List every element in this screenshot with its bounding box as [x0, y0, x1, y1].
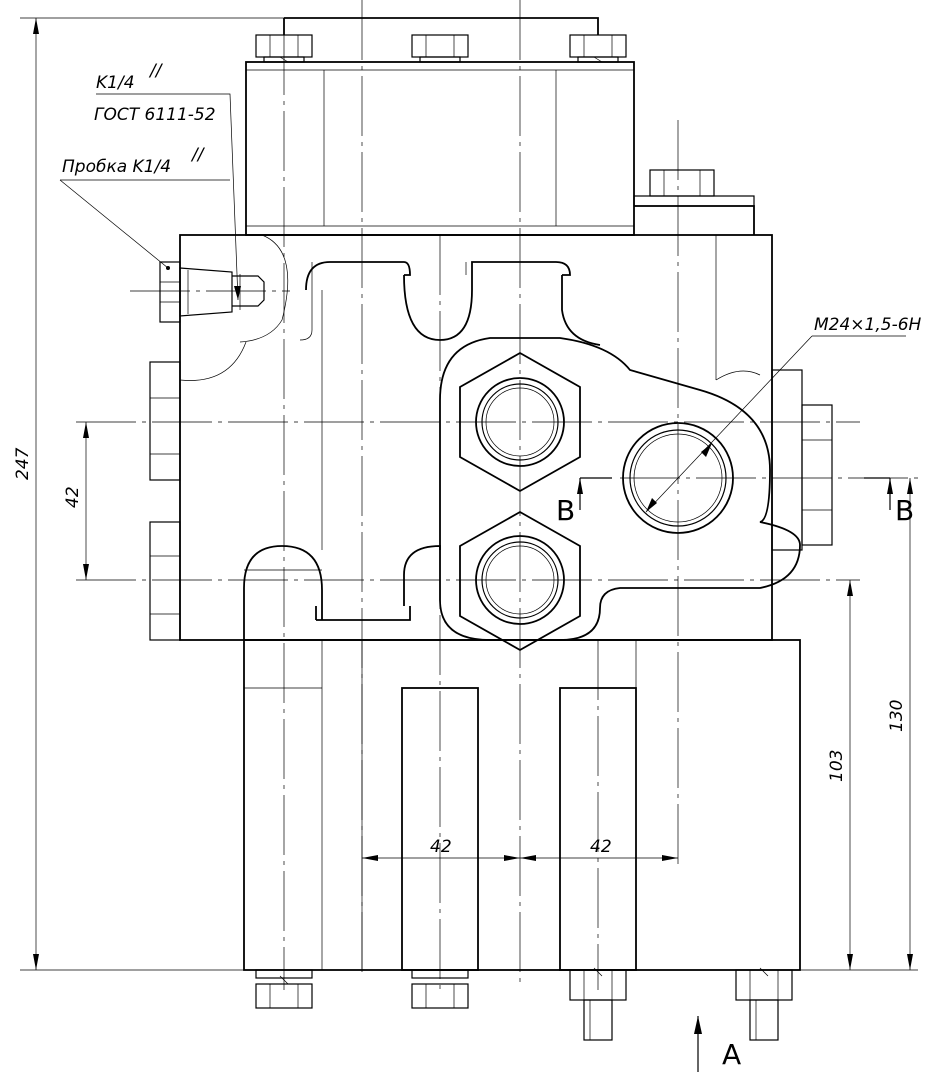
thread-mark-k14: //	[148, 61, 164, 81]
annotations: K1/4 // ГОСТ 6111-52 Пробка K1/4 // M24×…	[62, 61, 922, 1071]
dim-42-vertical: 42	[63, 486, 83, 508]
dimension-lines	[20, 17, 918, 1072]
hex-port-upper	[459, 351, 581, 493]
dim-103: 103	[827, 750, 847, 782]
side-boss-upper-right	[633, 169, 755, 235]
plug-mark: //	[190, 145, 206, 165]
section-b-right: B	[895, 494, 914, 527]
thread-label-k14: K1/4	[96, 73, 135, 93]
dim-130: 130	[887, 700, 907, 732]
dim-42-h1: 42	[430, 837, 452, 857]
dim-247: 247	[13, 447, 33, 480]
view-a-label: A	[722, 1038, 741, 1071]
bolt-top-1	[255, 34, 313, 63]
bolt-bottom-1	[255, 969, 313, 1009]
bolt-bottom-3	[569, 967, 627, 1041]
section-b-left: B	[556, 494, 575, 527]
right-mount-boss	[771, 369, 833, 551]
gost-label: ГОСТ 6111-52	[94, 105, 216, 125]
right-lug	[439, 337, 801, 641]
bottom-bolts	[255, 967, 793, 1041]
left-mount-bosses	[149, 361, 181, 641]
top-cover	[245, 17, 635, 236]
dim-42-h2: 42	[590, 837, 612, 857]
bolt-top-3	[569, 34, 627, 63]
top-bolts	[255, 34, 627, 63]
port-thread-label: M24×1,5-6H	[814, 315, 922, 335]
bolt-bottom-4	[735, 967, 793, 1041]
threaded-port-right	[622, 422, 734, 534]
bolt-bottom-2	[411, 969, 469, 1009]
bolt-top-2	[411, 34, 469, 63]
dimension-texts: 247 42 42 42 103 130	[13, 447, 907, 857]
plug-fitting	[159, 261, 265, 323]
lower-housing	[243, 639, 801, 971]
hex-port-lower	[459, 510, 581, 652]
plug-label: Пробка K1/4	[62, 157, 171, 177]
